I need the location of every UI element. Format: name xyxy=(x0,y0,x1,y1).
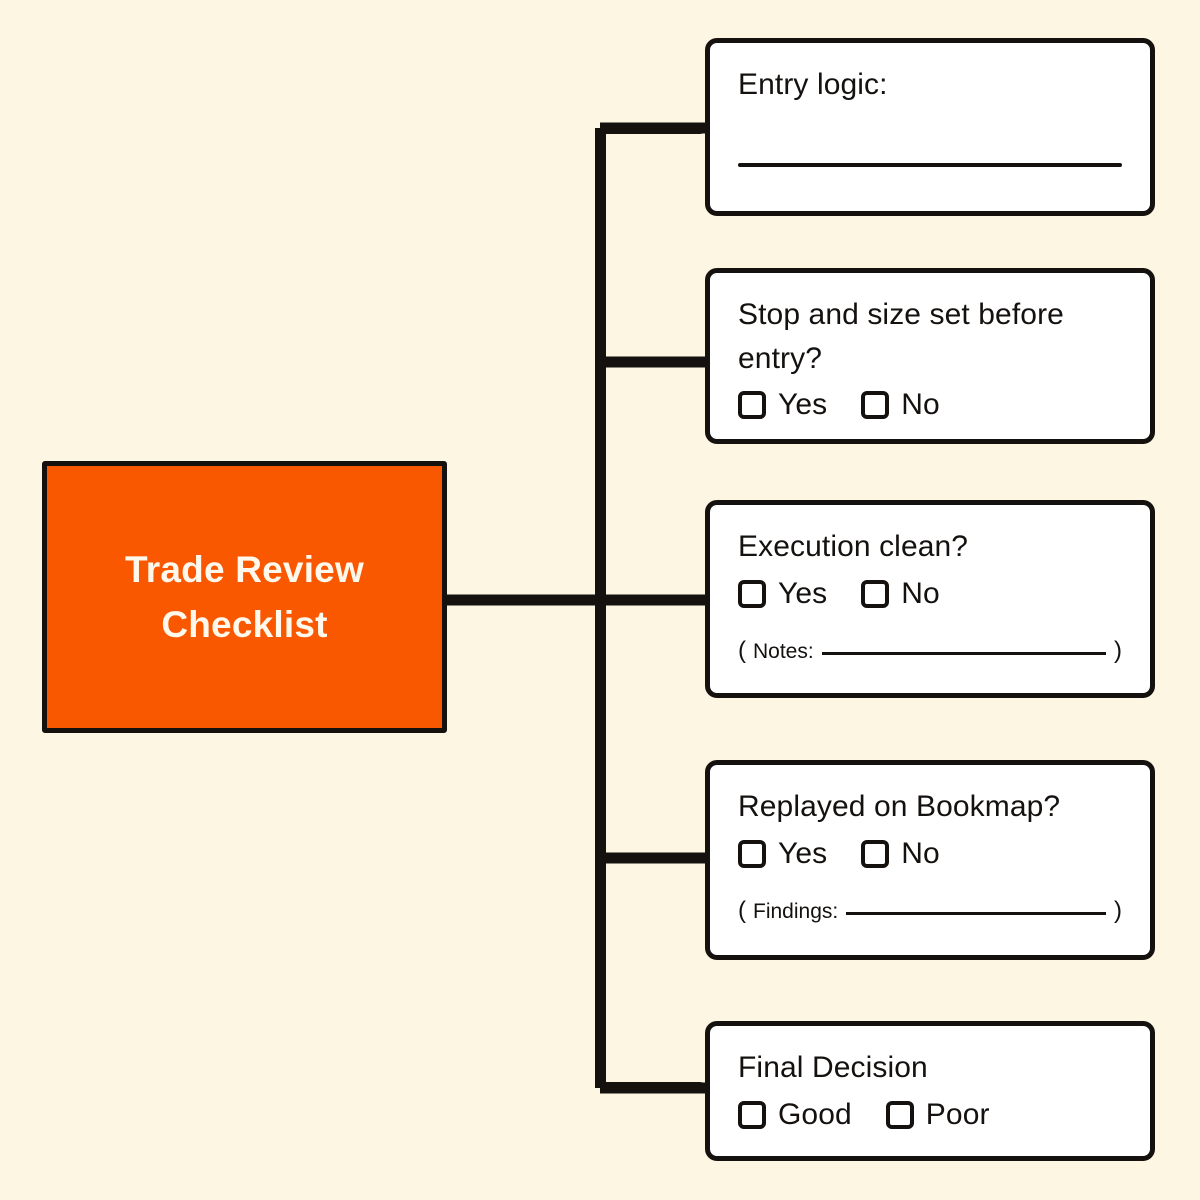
execution-clean-option-no[interactable]: No xyxy=(861,577,940,611)
replayed-on-bookmap-option-no[interactable]: No xyxy=(861,837,940,871)
replayed-on-bookmap-option-no-label: No xyxy=(901,836,940,870)
notes-open-paren: ( xyxy=(738,636,746,664)
node-replayed-on-bookmap[interactable]: Replayed on Bookmap? Yes No ( Findings: … xyxy=(705,760,1155,960)
replayed-on-bookmap-findings-row: ( Findings: ) xyxy=(738,897,1122,925)
checkbox-icon[interactable] xyxy=(885,1100,914,1129)
node-stop-and-size[interactable]: Stop and size set before entry? Yes No xyxy=(705,268,1155,444)
replayed-on-bookmap-findings-label: Findings: xyxy=(753,899,839,923)
checkbox-icon[interactable] xyxy=(861,839,890,868)
replayed-on-bookmap-findings-line[interactable] xyxy=(846,911,1106,915)
checkbox-icon[interactable] xyxy=(738,391,766,419)
node-entry-logic-title: Entry logic: xyxy=(738,68,888,101)
stop-and-size-option-yes[interactable]: Yes xyxy=(738,388,827,422)
root-node-label: Trade Review Checklist xyxy=(107,542,382,653)
execution-clean-option-no-label: No xyxy=(901,576,940,610)
node-final-decision-title: Final Decision xyxy=(738,1051,928,1084)
node-execution-clean[interactable]: Execution clean? Yes No ( Notes: ) xyxy=(705,500,1155,698)
final-decision-option-poor[interactable]: Poor xyxy=(885,1097,990,1132)
final-decision-option-good[interactable]: Good xyxy=(738,1098,852,1132)
node-entry-logic[interactable]: Entry logic: xyxy=(705,38,1155,216)
root-label-line-2: Checklist xyxy=(161,604,328,645)
checkbox-icon[interactable] xyxy=(738,579,766,608)
findings-close-paren: ) xyxy=(1114,896,1122,924)
stop-and-size-options: Yes No xyxy=(738,388,1122,422)
node-replayed-on-bookmap-title: Replayed on Bookmap? xyxy=(738,790,1061,823)
node-final-decision[interactable]: Final Decision Good Poor xyxy=(705,1021,1155,1161)
findings-open-paren: ( xyxy=(738,896,746,924)
node-stop-and-size-title: Stop and size set before entry? xyxy=(738,298,1064,375)
checkbox-icon[interactable] xyxy=(738,839,766,868)
entry-logic-answer-line[interactable] xyxy=(738,162,1122,167)
final-decision-option-poor-label: Poor xyxy=(925,1097,990,1131)
node-execution-clean-title: Execution clean? xyxy=(738,530,969,563)
replayed-on-bookmap-option-yes-label: Yes xyxy=(778,836,828,870)
notes-close-paren: ) xyxy=(1114,636,1122,664)
execution-clean-options: Yes No xyxy=(738,577,1122,611)
final-decision-option-good-label: Good xyxy=(778,1097,852,1131)
root-label-line-1: Trade Review xyxy=(125,548,364,590)
stop-and-size-option-yes-label: Yes xyxy=(778,388,828,421)
execution-clean-notes-line[interactable] xyxy=(821,651,1106,655)
stop-and-size-option-no-label: No xyxy=(901,388,940,421)
checkbox-icon[interactable] xyxy=(738,1100,766,1129)
checkbox-icon[interactable] xyxy=(861,391,890,419)
checkbox-icon[interactable] xyxy=(861,579,890,608)
stop-and-size-option-no[interactable]: No xyxy=(861,388,940,422)
final-decision-options: Good Poor xyxy=(738,1098,1122,1132)
execution-clean-option-yes[interactable]: Yes xyxy=(738,577,827,611)
replayed-on-bookmap-option-yes[interactable]: Yes xyxy=(738,837,827,871)
execution-clean-option-yes-label: Yes xyxy=(778,576,828,610)
root-node-trade-review-checklist[interactable]: Trade Review Checklist xyxy=(42,461,447,733)
execution-clean-notes-label: Notes: xyxy=(753,639,814,663)
replayed-on-bookmap-options: Yes No xyxy=(738,837,1122,871)
execution-clean-notes-row: ( Notes: ) xyxy=(738,637,1122,665)
